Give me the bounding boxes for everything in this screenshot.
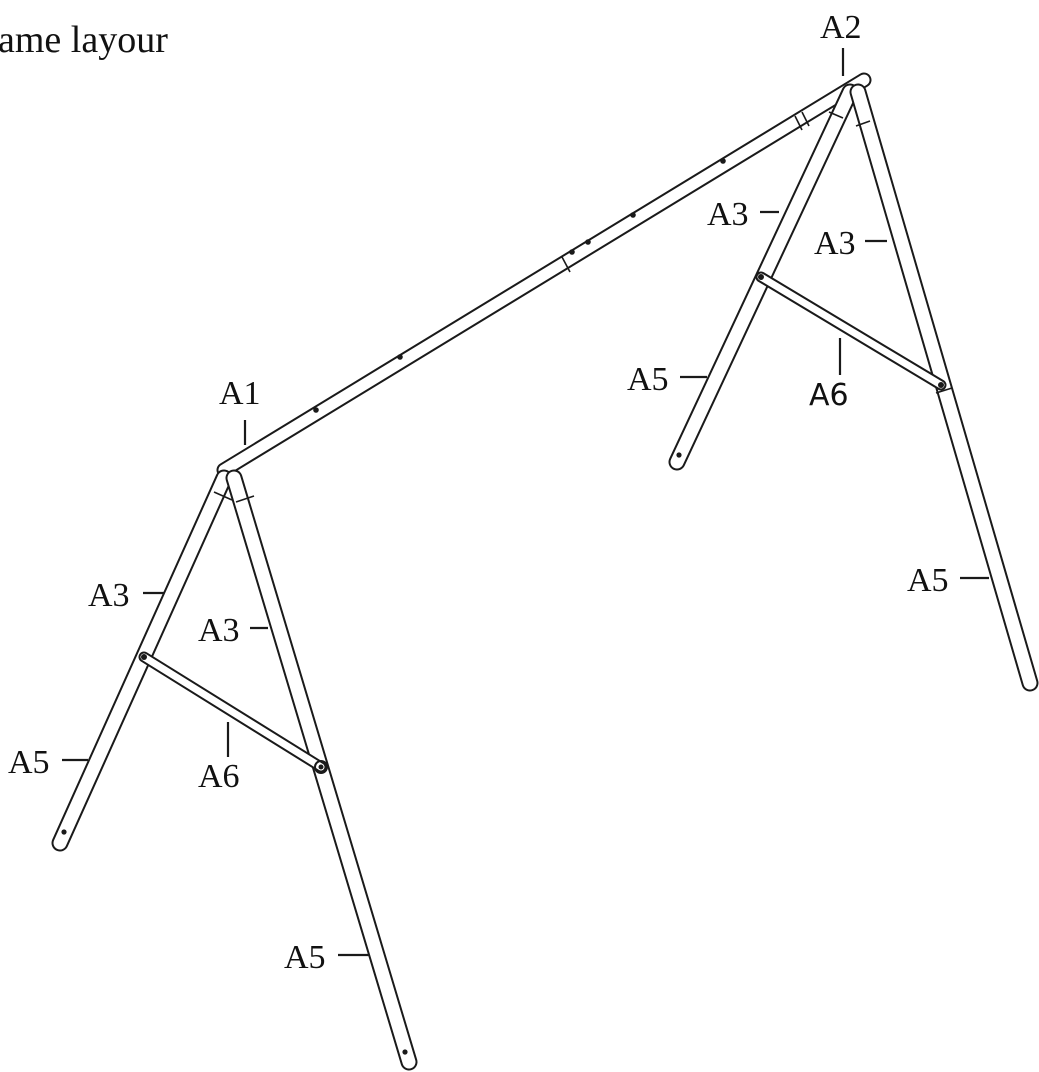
leg-joint-seam xyxy=(855,120,871,127)
beam-end-seam xyxy=(794,115,803,131)
label-a5: A5 xyxy=(8,744,50,781)
back-a-frame xyxy=(668,83,1039,692)
top-beam xyxy=(216,72,872,478)
label-a5: A5 xyxy=(284,939,326,976)
label-a5: A5 xyxy=(627,361,669,398)
leg-joint-seam xyxy=(213,491,233,501)
label-a3: A3 xyxy=(707,196,749,233)
label-a5: A5 xyxy=(907,562,949,599)
leader-lines xyxy=(62,48,989,957)
brace-bolt xyxy=(314,760,328,774)
bolt-hole xyxy=(630,212,636,218)
label-a2: A2 xyxy=(820,9,862,46)
label-a3: A3 xyxy=(814,225,856,262)
diagram-title: ame layour xyxy=(0,19,168,61)
bolt-hole xyxy=(720,158,726,164)
bolt-hole xyxy=(676,452,682,458)
brace-bolt xyxy=(938,382,944,388)
brace-bolt xyxy=(758,274,764,280)
bolt-hole xyxy=(61,829,67,835)
bolt-hole xyxy=(569,249,575,255)
label-a1: A1 xyxy=(219,375,261,412)
bolt-hole xyxy=(397,354,403,360)
front-a-frame xyxy=(51,469,418,1071)
bolt-hole xyxy=(402,1049,408,1055)
label-a6: A6 xyxy=(198,758,240,795)
beam-coupler-seam xyxy=(561,256,571,273)
beam-end-seam xyxy=(801,111,810,127)
bolt-hole xyxy=(585,239,591,245)
brace-bolt xyxy=(141,654,147,660)
leg-joint-seam xyxy=(235,495,255,503)
leg-joint-seam xyxy=(828,111,844,119)
label-a3: A3 xyxy=(198,612,240,649)
brace-joint-seam xyxy=(935,387,953,394)
label-a6: A6 xyxy=(809,378,849,413)
brace-bolt xyxy=(318,764,324,770)
label-a3: A3 xyxy=(88,577,130,614)
bolt-hole xyxy=(313,407,319,413)
